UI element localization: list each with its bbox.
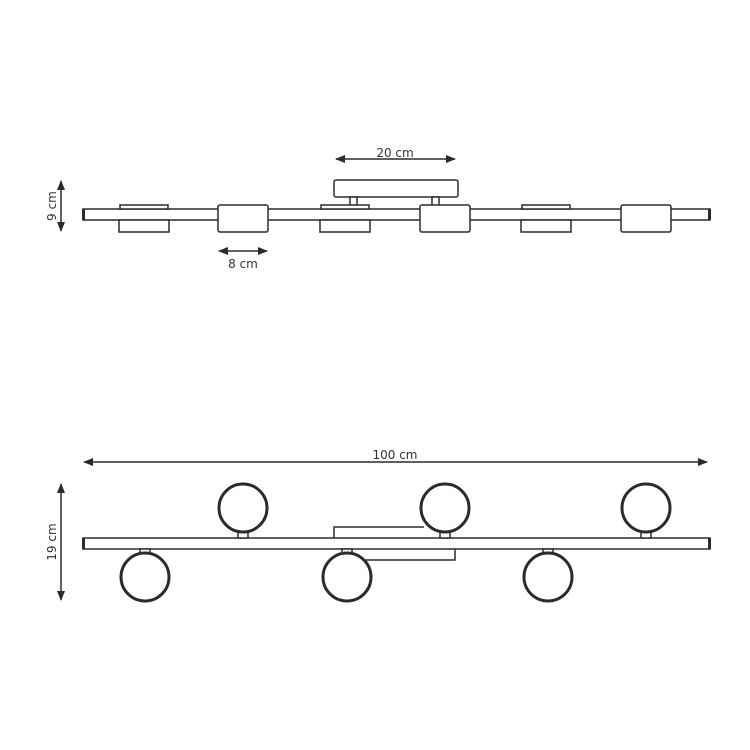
head-cap-side <box>320 204 370 210</box>
label-plate-width: 20 cm <box>376 146 413 160</box>
dimension-head-width: 8 cm <box>218 247 268 271</box>
rail-side <box>82 208 711 221</box>
globe-head <box>321 551 373 603</box>
globe-head <box>119 551 171 603</box>
globe-head <box>419 482 471 534</box>
globe-head <box>620 482 672 534</box>
head-side <box>118 219 170 233</box>
head-side <box>419 204 471 233</box>
head-side <box>520 219 572 233</box>
label-total-length: 100 cm <box>372 448 417 462</box>
top-view <box>82 482 711 603</box>
head-side <box>217 204 269 233</box>
label-head-width: 8 cm <box>228 257 258 271</box>
dimension-side-height: 9 cm <box>45 180 65 232</box>
rail-top <box>82 537 711 550</box>
label-top-depth: 19 cm <box>45 523 59 560</box>
label-side-height: 9 cm <box>45 191 59 221</box>
ceiling-plate <box>333 179 459 198</box>
dimension-total-length: 100 cm <box>83 448 708 466</box>
side-view <box>82 179 711 233</box>
globe-head <box>522 551 574 603</box>
globe-head <box>217 482 269 534</box>
head-side <box>319 219 371 233</box>
dimension-plate-width: 20 cm <box>335 146 456 163</box>
dimension-top-depth: 19 cm <box>45 483 65 601</box>
head-cap-side <box>521 204 571 210</box>
head-cap-side <box>119 204 169 210</box>
head-side <box>620 204 672 233</box>
